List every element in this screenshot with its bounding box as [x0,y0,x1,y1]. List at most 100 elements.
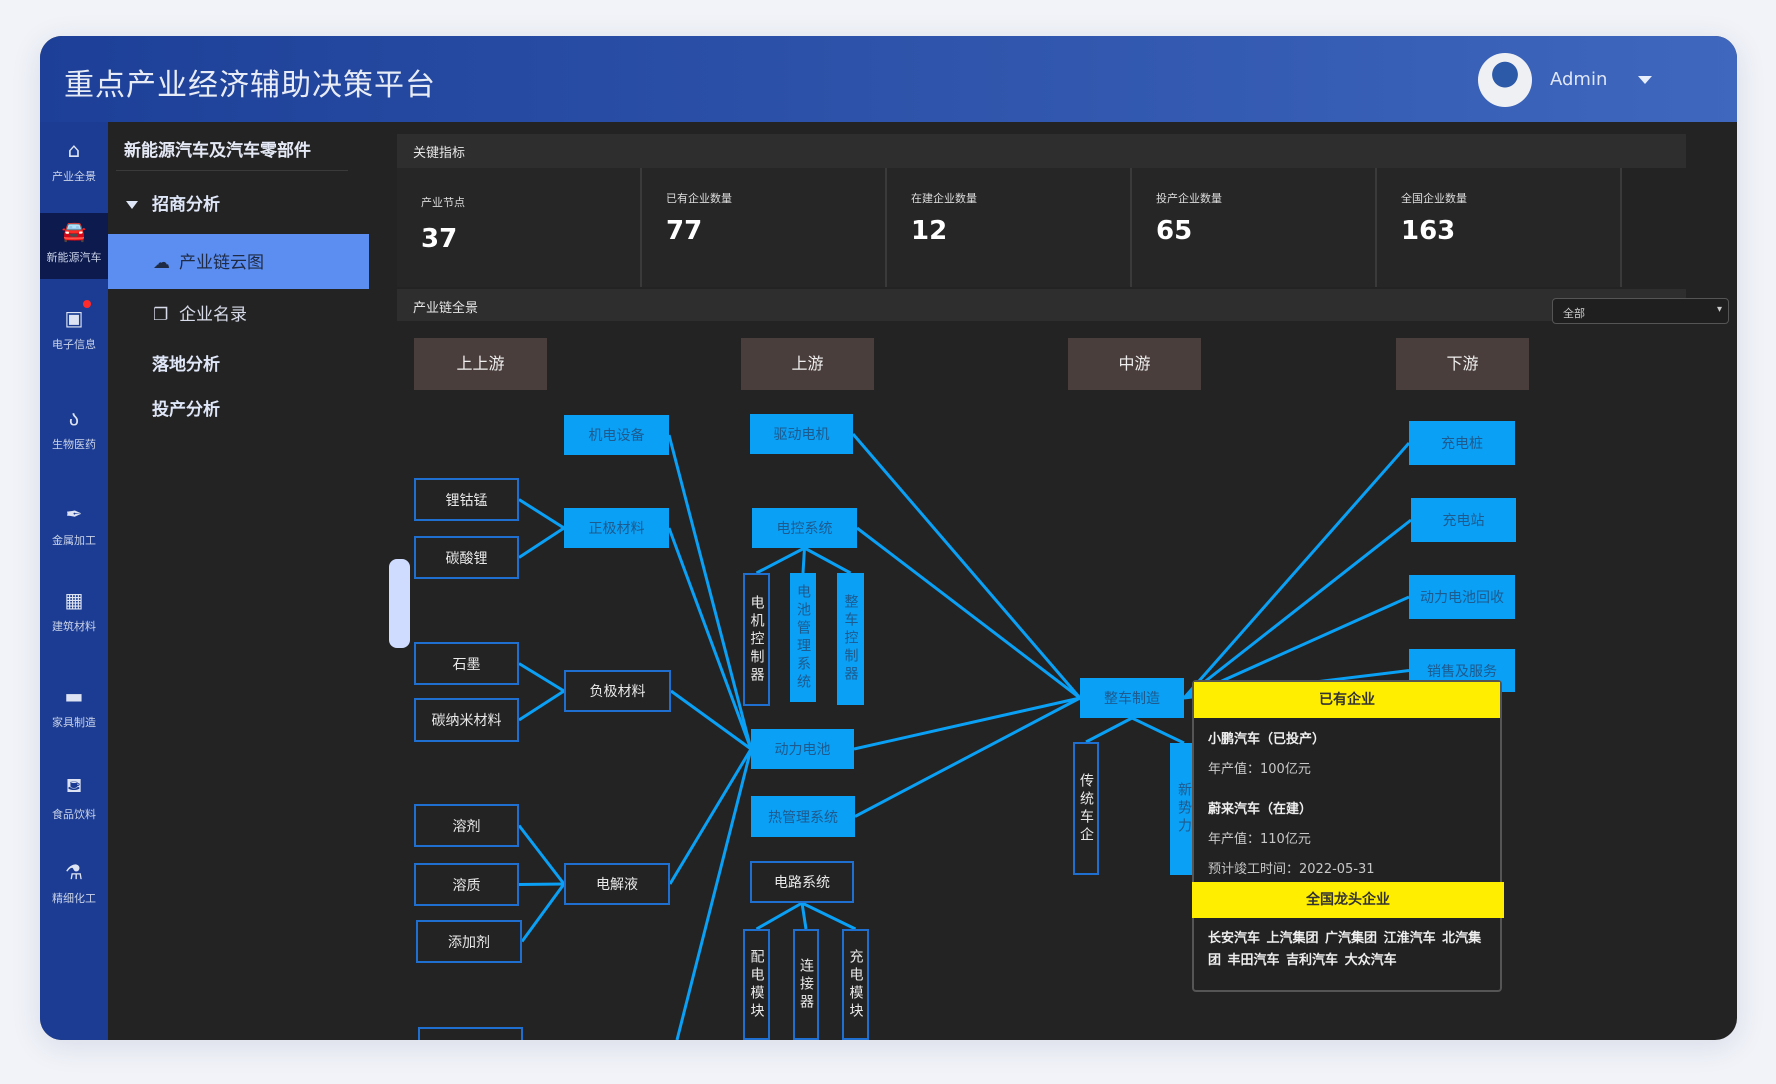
app-title: 重点产业经济辅助决策平台 [64,68,436,103]
chain-node[interactable]: 传统车企 [1073,742,1099,875]
rail-item[interactable]: ▦建筑材料 [40,582,108,648]
column-header: 下游 [1396,338,1529,390]
chain-node[interactable]: 整车控制器 [837,573,864,705]
company-name[interactable]: 小鹏汽车（已投产） [1208,732,1326,747]
chain-link [801,547,806,574]
kpi-label: 产业节点 [421,196,465,209]
chain-link [755,546,806,575]
kpi-label: 全国企业数量 [1401,192,1467,205]
chain-node[interactable]: 连接器 [793,929,819,1040]
submenu-panel: 新能源汽车及汽车零部件 招商分析 ☁ 产业链云图 ❐企业名录 落地分析 投产分析 [108,122,410,1040]
menu-item-label: 企业名录 [179,305,247,325]
rail-label: 食品饮料 [52,808,96,821]
collapse-handle[interactable] [389,559,410,648]
chain-link [667,434,753,750]
chain-link [803,546,852,575]
column-header: 中游 [1068,338,1201,390]
chain-node[interactable]: 机电设备 [564,415,669,455]
chain-node[interactable]: 充电模块 [842,929,869,1040]
chain-link [518,882,565,886]
top-header: 重点产业经济辅助决策平台 Admin [40,36,1737,122]
chain-link [1182,442,1411,699]
chain-link [755,901,803,931]
chain-link [518,526,565,559]
chain-node[interactable]: 配电模块 [743,929,770,1040]
rail-item[interactable]: ✒金属加工 [40,496,108,562]
chain-node[interactable]: 添加剂 [416,920,522,963]
rail-item[interactable]: ⛾食品饮料 [40,767,108,833]
menu-item-chain-cloud[interactable]: ☁ 产业链云图 [108,234,369,289]
menu-link-production[interactable]: 投产分析 [152,400,220,420]
chain-link [518,662,565,693]
chain-node[interactable]: 负极材料 [564,670,671,712]
chain-node[interactable]: 热管理系统 [751,796,855,837]
kpi-value: 77 [666,216,703,246]
menu-item-directory[interactable]: ❐企业名录 [108,286,369,341]
kpi-card: 产业节点 37 [397,168,642,287]
chain-node[interactable]: 溶质 [414,863,519,906]
chain-node[interactable]: 石墨 [414,642,519,685]
chain-link [518,689,565,722]
filter-select[interactable]: 全部 [1552,298,1729,324]
kpi-value: 163 [1401,216,1456,246]
chain-node[interactable]: 动力电池 [751,729,854,769]
pen-nib-icon: ✒ [65,502,83,526]
home-icon: ⌂ [67,138,81,162]
avatar[interactable] [1478,53,1532,107]
chain-node[interactable]: 充电桩 [1409,421,1515,465]
rail-item[interactable]: ▣电子信息 [40,300,108,366]
chain-link [856,526,1081,700]
kpi-section-header: 关键指标 [397,134,1686,168]
chain-link [667,527,753,750]
flask-icon: ⚗ [65,860,83,884]
submenu-title: 新能源汽车及汽车零部件 [124,141,311,161]
chain-node[interactable]: 电解液 [564,863,670,905]
menu-group-investment[interactable]: 招商分析 [126,190,220,215]
kpi-label: 已有企业数量 [666,192,732,205]
cloud-icon: ☁ [153,253,170,273]
chain-node[interactable]: 电机控制器 [743,573,770,706]
microscope-icon: ა [68,406,80,430]
chain-link [800,902,808,930]
chain-node[interactable]: 溶剂 [414,804,519,847]
chevron-down-icon[interactable] [1638,76,1652,84]
menu-link-landing[interactable]: 落地分析 [152,355,220,375]
kpi-value: 37 [421,224,458,254]
chain-link [1183,518,1412,700]
chain-node[interactable]: 充电站 [1411,498,1516,542]
menu-item-label: 产业链云图 [179,253,264,273]
chain-link [851,433,1082,699]
chain-node[interactable] [418,1027,523,1040]
chain-node[interactable]: 电路系统 [750,861,854,903]
kpi-card: 全国企业数量 163 [1377,168,1622,287]
chain-link [670,689,752,751]
kpi-value: 65 [1156,216,1193,246]
chain-node[interactable]: 正极材料 [564,508,669,548]
rail-item[interactable]: ⌂产业全景 [40,132,108,198]
rail-item[interactable]: 🚘新能源汽车 [40,213,108,279]
chain-node[interactable]: 锂钴锰 [414,478,519,521]
caret-down-icon [126,201,138,209]
car-icon: 🚘 [61,219,87,243]
chain-node[interactable]: 电控系统 [752,508,857,548]
company-name[interactable]: 蔚来汽车（在建） [1208,802,1313,817]
chain-node[interactable]: 电池管理系统 [790,573,816,702]
kpi-value: 12 [911,216,948,246]
chain-node[interactable]: 碳纳米材料 [414,698,519,742]
rail-item[interactable]: ⚗ 精细化工 [40,854,108,920]
chain-node[interactable]: 动力电池回收 [1409,575,1515,619]
kpi-label: 投产企业数量 [1156,192,1222,205]
chain-node[interactable]: 驱动电机 [750,414,853,454]
user-name[interactable]: Admin [1550,69,1608,90]
rail-item[interactable]: ▬家具制造 [40,678,108,744]
chain-link [854,696,1081,818]
company-popup: 已有企业 小鹏汽车（已投产） 年产值：100亿元 蔚来汽车（在建） 年产值：11… [1192,680,1504,992]
chain-node[interactable]: 整车制造 [1080,678,1184,718]
leaders-list: 长安汽车 上汽集团 广汽集团 江淮汽车 北汽集团 丰田汽车 吉利汽车 大众汽车 [1208,931,1482,968]
rail-label: 精细化工 [52,892,96,905]
rail-label: 建筑材料 [52,620,96,633]
chain-node[interactable]: 碳酸锂 [414,536,519,579]
chain-link [518,498,565,530]
